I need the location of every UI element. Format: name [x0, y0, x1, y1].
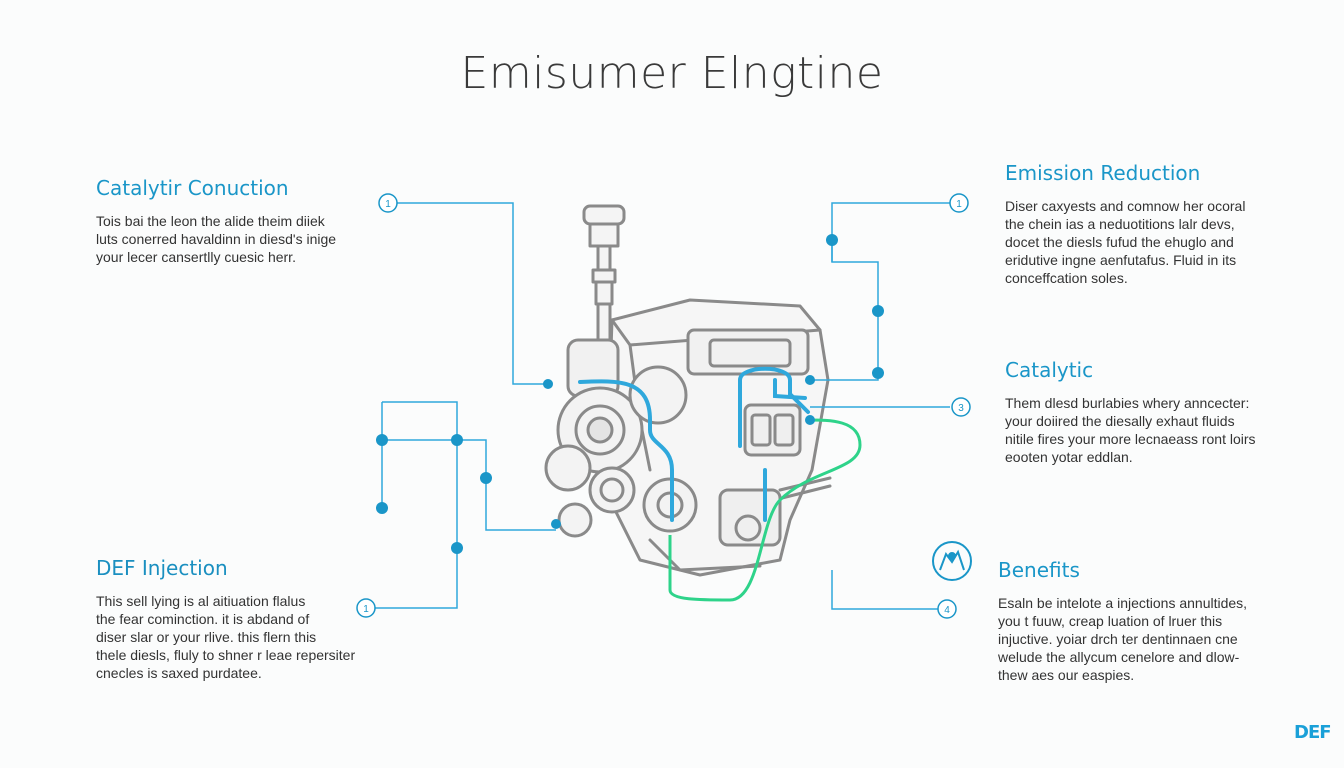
internal-flow-lines: [578, 366, 810, 522]
section-text-line: you t fuuw, creap luation of lruer this: [998, 613, 1223, 629]
section-heading: Emission Reduction: [1005, 161, 1201, 185]
section-text-line: your lecer cansertlly cuesic herr.: [96, 249, 296, 265]
section-text-line: Diser caxyests and comnow her ocoral: [1005, 198, 1246, 214]
section-text-line: welude the allycum cenelore and dlow-: [998, 649, 1240, 665]
svg-text:1: 1: [385, 199, 391, 210]
svg-text:1: 1: [363, 604, 369, 615]
section-benefits: Benefits Esaln be intelote a injections …: [998, 558, 1247, 684]
svg-text:4: 4: [944, 605, 950, 616]
section-text-line: cnecles is saxed purdatee.: [96, 665, 262, 681]
engine-illustration: [544, 204, 832, 577]
section-text-line: diser slar or your rlive. this flern thi…: [96, 629, 317, 645]
section-text-line: thew aes our easpies.: [998, 667, 1135, 683]
section-text-line: thele diesls, fluly to shner r leae repe…: [96, 647, 356, 663]
section-text-line: Them dlesd burlabies whery anncecter:: [1005, 395, 1250, 411]
def-flow-line: [668, 418, 862, 602]
section-text-line: the fear cominction. it is abdand of: [96, 611, 310, 627]
def-logo: DEF: [1294, 722, 1332, 743]
section-text-line: injuctive. yoiar drch ter dentinnaen cne: [998, 631, 1238, 647]
section-def-injection: DEF Injection This sell lying is al aiti…: [96, 556, 355, 682]
section-heading: Catalytic: [1005, 358, 1094, 382]
section-catalytic-conduction: Catalytir Conuction Tois bai the leon th…: [96, 176, 336, 266]
benefits-circle-icon: [932, 541, 972, 581]
section-heading: Catalytir Conuction: [96, 176, 289, 200]
section-text-line: Esaln be intelote a injections annultide…: [998, 595, 1248, 611]
section-catalytic: Catalytic Them dlesd burlabies whery ann…: [1005, 358, 1256, 466]
svg-text:3: 3: [958, 403, 964, 414]
badge-1-right: 1: [949, 193, 969, 213]
badge-1-left: 1: [378, 193, 398, 213]
connector-dots: [376, 234, 884, 554]
section-text-line: luts conerred havaldinn in diesd's inige: [96, 231, 337, 247]
section-text-line: your doiired the diesally exhaut fluids: [1005, 413, 1235, 429]
badge-4-right: 4: [937, 599, 957, 619]
badge-3-right: 3: [951, 397, 971, 417]
badge-def: 1: [356, 598, 376, 618]
section-text-line: Tois bai the leon the alide theim diiek: [96, 213, 325, 229]
connector-lines: [360, 202, 950, 610]
section-heading: DEF Injection: [96, 556, 228, 580]
section-emission-reduction: Emission Reduction Diser caxyests and co…: [1005, 161, 1245, 287]
section-text-line: This sell lying is al aitiuation flalus: [96, 593, 306, 609]
svg-text:1: 1: [956, 199, 962, 210]
section-text-line: the chein ias a neduotitions lalr devs,: [1005, 216, 1235, 232]
section-text-line: docet the diesls fufud the ehuglo and: [1005, 234, 1234, 250]
section-heading: Benefits: [998, 558, 1080, 582]
section-text-line: nitile fires your more lecnaeass ront lo…: [1005, 431, 1256, 447]
page-title: Emisumer Elngtine: [460, 48, 884, 99]
section-text-line: eooten yotar eddlan.: [1005, 449, 1133, 465]
section-text-line: eridutive ingne aenfutafus. Fluid in its: [1005, 252, 1237, 268]
section-text-line: conceffcation soles.: [1005, 270, 1128, 286]
